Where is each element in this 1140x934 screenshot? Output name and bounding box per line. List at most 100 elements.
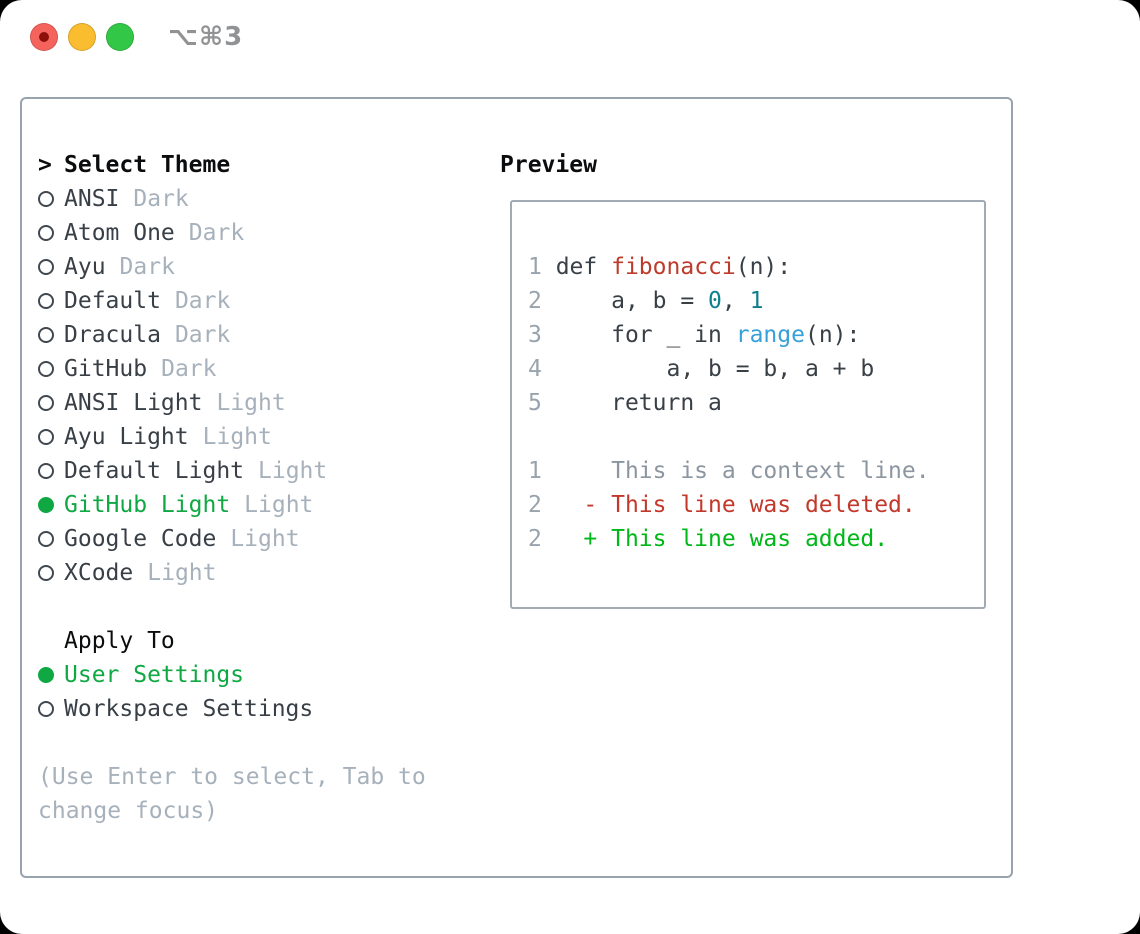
theme-option[interactable]: Ayu Light Light: [38, 420, 500, 454]
minimize-button[interactable]: [68, 23, 96, 51]
option-label: Atom One: [64, 220, 175, 246]
close-button[interactable]: [30, 23, 58, 51]
option-tag: Light: [244, 492, 314, 518]
option-label: Default: [64, 288, 161, 314]
code-line: 3 for _ in range(n):: [528, 318, 984, 352]
radio-icon: [38, 463, 64, 479]
option-tag: Dark: [133, 186, 189, 212]
radio-selected-icon: [38, 667, 64, 683]
code-token: (n):: [804, 322, 861, 348]
code-line: [528, 420, 984, 454]
code-line: 1 def fibonacci(n):: [528, 250, 984, 284]
apply-to-option[interactable]: User Settings: [38, 658, 500, 692]
theme-list-title: Select Theme: [64, 152, 231, 178]
radio-icon: [38, 327, 64, 343]
code-token: 4: [528, 356, 542, 382]
code-token: 2: [528, 526, 542, 552]
radio-circle: [38, 361, 54, 377]
option-tag: Light: [230, 526, 300, 552]
theme-option[interactable]: Atom One Dark: [38, 216, 500, 250]
code-token: a, b = b, a + b: [541, 356, 875, 382]
code-token: a, b =: [541, 288, 709, 314]
apply-to-option[interactable]: Workspace Settings: [38, 692, 500, 726]
radio-icon: [38, 259, 64, 275]
code-line: 2 a, b = 0, 1: [528, 284, 984, 318]
option-label: Workspace Settings: [64, 696, 314, 722]
option-label: GitHub Light: [64, 492, 231, 518]
radio-icon: [38, 191, 64, 207]
code-token: return a: [541, 390, 722, 416]
option-tag: Light: [216, 390, 286, 416]
option-label: Default Light: [64, 458, 245, 484]
theme-option[interactable]: ANSI Dark: [38, 182, 500, 216]
zoom-button[interactable]: [106, 23, 134, 51]
option-tag: Light: [258, 458, 328, 484]
spacer: [38, 590, 500, 624]
theme-option[interactable]: Default Dark: [38, 284, 500, 318]
radio-circle: [38, 327, 54, 343]
prompt-icon: >: [38, 152, 52, 178]
radio-circle: [38, 463, 54, 479]
radio-circle: [38, 259, 54, 275]
option-tag: Light: [202, 424, 272, 450]
theme-option[interactable]: GitHub Light Light: [38, 488, 500, 522]
code-token: ,: [721, 288, 750, 314]
code-line: 5 return a: [528, 386, 984, 420]
radio-icon: [38, 701, 64, 717]
code-token: def: [541, 254, 612, 280]
radio-circle: [38, 497, 54, 513]
radio-icon: [38, 565, 64, 581]
hint-text: (Use Enter to select, Tab to change focu…: [38, 764, 426, 824]
select-theme-header: > Select Theme: [38, 148, 500, 182]
code-token: 0: [708, 288, 722, 314]
preview-title: Preview: [500, 152, 597, 178]
option-label: Ayu: [64, 254, 106, 280]
apply-to-title: Apply To: [64, 628, 175, 654]
code-token: for _ in: [541, 322, 736, 348]
code-line: 1 This is a context line.: [528, 454, 984, 488]
radio-selected-icon: [38, 497, 64, 513]
radio-circle: [38, 701, 54, 717]
radio-icon: [38, 429, 64, 445]
option-tag: Dark: [174, 322, 231, 348]
option-label: User Settings: [64, 662, 245, 688]
close-dot-icon: [39, 32, 49, 42]
code-token: (n):: [735, 254, 792, 280]
radio-circle: [38, 191, 54, 207]
radio-circle: [38, 565, 54, 581]
radio-icon: [38, 293, 64, 309]
option-label: ANSI: [64, 186, 120, 212]
radio-circle: [38, 293, 54, 309]
preview-pane: Preview 1 def fibonacci(n):2 a, b = 0, 1…: [500, 148, 987, 876]
option-label: Ayu Light: [64, 424, 189, 450]
traffic-lights: [30, 23, 144, 51]
radio-icon: [38, 531, 64, 547]
code-token: 1: [528, 254, 542, 280]
option-tag: Dark: [174, 288, 231, 314]
radio-circle: [38, 531, 54, 547]
theme-option[interactable]: Default Light Light: [38, 454, 500, 488]
code-token: This is a context line.: [541, 458, 930, 484]
radio-icon: [38, 361, 64, 377]
titlebar: ⌥⌘3: [30, 22, 244, 52]
option-tag: Light: [147, 560, 217, 586]
code-token: range: [735, 322, 805, 348]
window-title: ⌥⌘3: [168, 22, 244, 52]
code-token: 3: [528, 322, 542, 348]
code-token: 2: [528, 288, 542, 314]
option-tag: Dark: [188, 220, 245, 246]
code-token: 2: [528, 492, 542, 518]
code-token: 5: [528, 390, 542, 416]
